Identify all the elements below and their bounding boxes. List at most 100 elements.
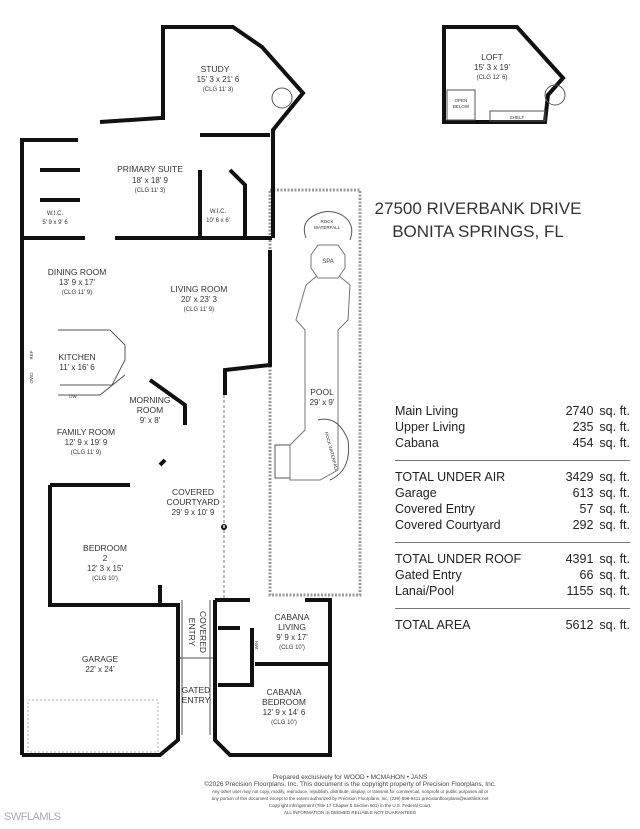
room-covered-entry-name-1: COVERED [198, 611, 208, 653]
area-unit: sq. ft. [599, 584, 630, 598]
garage-walls [22, 605, 180, 757]
room-covered-entry-name-2: ENTRY [187, 618, 197, 647]
area-unit: sq. ft. [599, 436, 630, 450]
spa-label: SPA [322, 259, 334, 265]
area-number: 454 [572, 436, 594, 450]
interior-walls [22, 133, 272, 607]
spiral-stair-icon [271, 87, 293, 109]
room-dining-ceiling: (CLG 11' 9) [62, 290, 92, 296]
room-loft-name: LOFT [481, 52, 503, 62]
area-value: 292 sq. ft. [573, 517, 630, 533]
area-number: 2740 [565, 404, 594, 418]
area-unit: sq. ft. [599, 568, 630, 582]
room-study-name: STUDY [201, 64, 230, 74]
room-loft-dims: 15' 3 x 19' [474, 63, 510, 72]
room-cabana-bedroom-ceiling: (CLG 10') [271, 720, 297, 726]
footer-terms-1: Any other user may not copy, modify, rep… [211, 789, 489, 794]
divider [395, 542, 630, 543]
room-wic-left-name: W.I.C. [47, 211, 64, 217]
area-row: Main Living 2740 sq. ft. [395, 403, 630, 419]
room-family-name: FAMILY ROOM [57, 427, 115, 437]
room-courtyard-dims: 29' 9 x 10' 9 [172, 508, 215, 517]
address-line-1: 27500 RIVERBANK DRIVE [374, 199, 582, 218]
footer-copyright: ©2026 Precision Floorplans, Inc. This do… [204, 781, 496, 788]
footer-disclaimer: ALL INFORMATION IS DEEMED RELIABLE NOT G… [283, 810, 417, 815]
area-number: 292 [572, 518, 594, 532]
room-morning-name-2: ROOM [137, 405, 163, 415]
open-below-label-2: BELOW [453, 104, 470, 109]
area-unit: sq. ft. [599, 404, 630, 418]
room-courtyard-name-2: COURTYARD [166, 497, 219, 507]
room-cabana-living-ceiling: (CLG 10') [279, 645, 305, 651]
footer-prepared: Prepared exclusively for WOOD • MCMAHON … [272, 774, 428, 781]
open-below-area [446, 89, 476, 121]
room-cabana-bedroom-name-1: CABANA [267, 687, 302, 697]
divider [395, 608, 630, 609]
fixture-ref: REF [29, 350, 34, 359]
rock-waterfall-label-2: WATERFALL [314, 225, 341, 230]
area-unit: sq. ft. [599, 518, 630, 532]
footer: Prepared exclusively for WOOD • MCMAHON … [160, 774, 540, 816]
room-wic-right-dims: 10' 6 x 6' [206, 218, 230, 224]
room-study-dims: 15' 3 x 21' 6 [197, 75, 240, 84]
area-number: 235 [572, 420, 594, 434]
room-garage-dims: 22' x 24' [85, 665, 115, 674]
room-bedroom2-name-1: BEDROOM [83, 543, 127, 553]
footer-terms-3: Copyright infringement (Title 17 Chapter… [268, 803, 432, 808]
area-label: Main Living [395, 404, 459, 418]
room-cabana-living-name-1: CABANA [275, 612, 310, 622]
area-unit: sq. ft. [599, 470, 630, 484]
room-cabana-living-name-2: LIVING [278, 622, 306, 632]
room-morning-dims: 9' x 8' [140, 416, 161, 425]
area-unit: sq. ft. [599, 618, 630, 632]
area-number: 4391 [565, 552, 594, 566]
area-label: Covered Entry [395, 502, 475, 516]
pool-step [274, 444, 290, 479]
rock-waterfall-label-1: ROCK [320, 219, 333, 224]
area-value: 2740 sq. ft. [566, 403, 630, 419]
cabana-interior-walls [218, 626, 328, 687]
kitchen-counter [58, 329, 126, 396]
garage-door [27, 699, 159, 753]
footer-terms-2: any portion of this document except to t… [211, 796, 489, 801]
room-gated-entry-name-2: ENTRY [182, 695, 211, 705]
room-bedroom2-dims: 12' 3 x 15' [87, 564, 123, 573]
area-label: Upper Living [395, 420, 466, 434]
area-label: Lanai/Pool [395, 584, 455, 598]
room-gated-entry-name-1: GATED [182, 685, 211, 695]
area-label: Gated Entry [395, 568, 462, 582]
open-below-label-1: OPEN [455, 98, 468, 103]
area-number: 613 [572, 486, 594, 500]
room-dining-dims: 13' 9 x 17' [59, 278, 95, 287]
area-unit: sq. ft. [599, 486, 630, 500]
rock-waterfall-shape [303, 211, 353, 241]
divider [395, 460, 630, 461]
rock-waterfall-2-shape [317, 418, 350, 481]
area-number: 3429 [565, 470, 594, 484]
room-study-ceiling: (CLG 11' 3) [203, 87, 233, 93]
room-primary-dims: 18' x 18' 9 [132, 176, 169, 185]
room-courtyard-name-1: COVERED [172, 487, 214, 497]
pool-shape [289, 274, 351, 481]
shelf-label: SHELF [510, 115, 525, 120]
loft-walls [442, 25, 566, 124]
area-label: TOTAL AREA [395, 618, 471, 632]
room-cabana-bedroom-dims: 12' 9 x 14' 6 [263, 708, 306, 717]
area-label: Covered Courtyard [395, 518, 501, 532]
spiral-stair-icon [544, 84, 566, 106]
room-pool-dims: 29' x 9' [310, 398, 335, 407]
room-morning-name-1: MORNING [129, 395, 170, 405]
area-label: TOTAL UNDER AIR [395, 470, 506, 484]
area-row: Covered Courtyard 292 sq. ft. [395, 517, 630, 533]
area-label: Cabana [395, 436, 439, 450]
